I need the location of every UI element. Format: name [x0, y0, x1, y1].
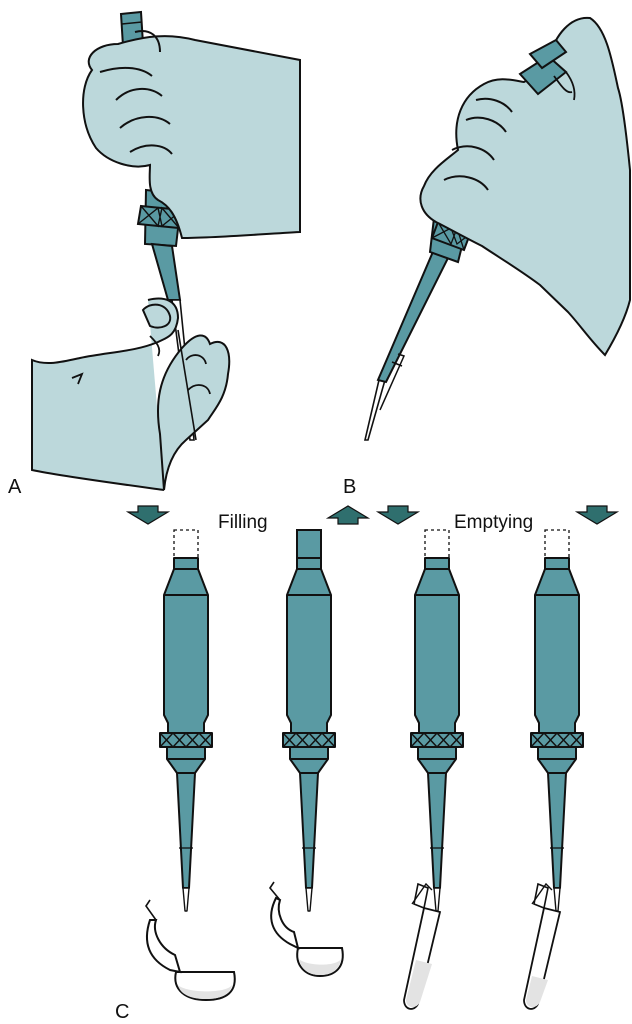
- filling-label: Filling: [218, 512, 268, 533]
- panel-b-diagram: [365, 18, 630, 440]
- arrow-down-icon: [577, 506, 617, 524]
- panel-a-label: A: [8, 476, 22, 498]
- beaker-1: [146, 900, 235, 1000]
- pipette-tip: [365, 380, 385, 440]
- panel-a-diagram: [32, 12, 300, 490]
- pipette-shaft: [378, 240, 454, 382]
- emptying-label: Emptying: [454, 512, 533, 533]
- lower-hand: [32, 299, 229, 490]
- pipette-step-1: [160, 530, 212, 911]
- arrow-up-icon: [328, 506, 368, 524]
- pipette-step-2: [283, 530, 335, 911]
- pipette-step-3: [411, 530, 463, 911]
- pipette-shaft: [152, 244, 180, 300]
- panel-c-label: C: [115, 1001, 129, 1023]
- pipette-step-4: [531, 530, 583, 911]
- panel-b-label: B: [343, 476, 356, 498]
- upper-hand: [83, 36, 300, 238]
- arrow-down-icon: [128, 506, 168, 524]
- holding-hand: [420, 18, 630, 355]
- arrow-down-icon: [378, 506, 418, 524]
